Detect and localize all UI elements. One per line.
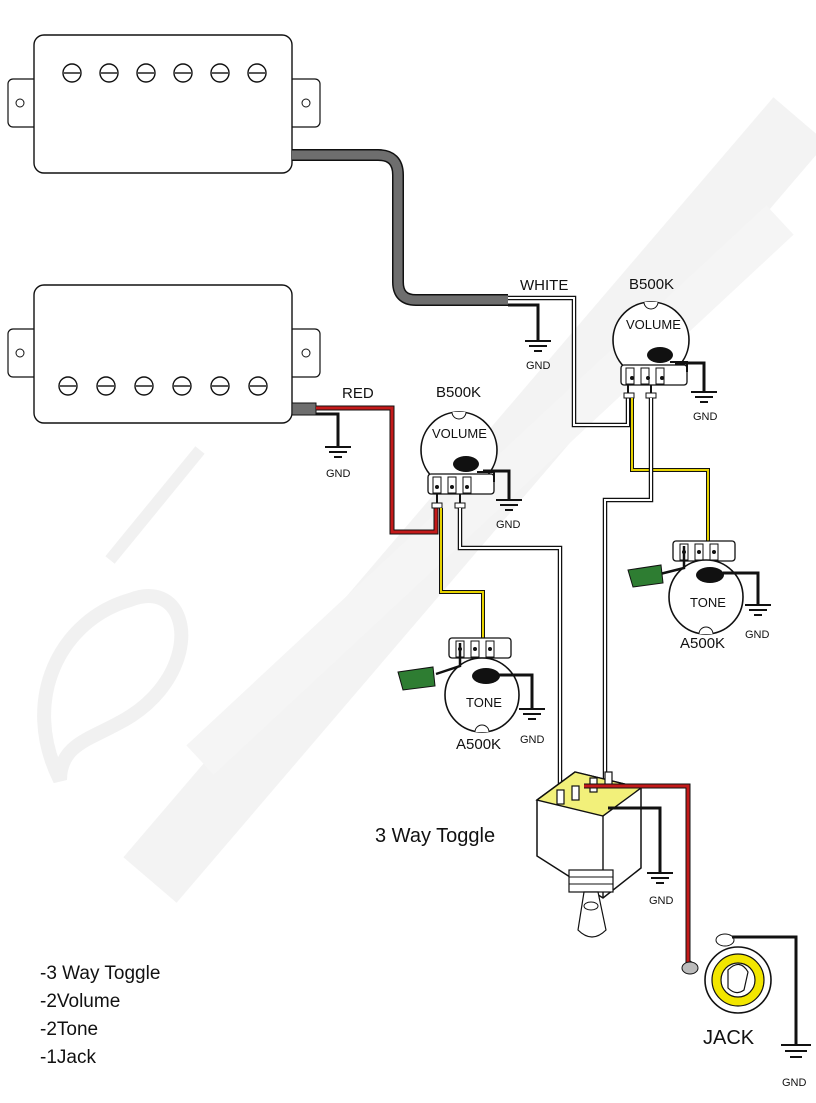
neck-tone-ground-wire: [499, 673, 534, 709]
bridge-volume-ground-wire: [675, 361, 706, 392]
ground-symbol-icon: [519, 708, 545, 720]
parts-list: -3 Way Toggle -2Volume -2Tone -1Jack: [40, 960, 160, 1072]
neck-volume-pot: B500K VOLUME: [420, 384, 498, 509]
pot-name-label: TONE: [466, 695, 502, 710]
parts-list-item: -2Volume: [40, 991, 121, 1012]
gnd-label: GND: [520, 734, 545, 746]
bridge-tone-ground-wire: [723, 571, 760, 605]
parts-list-item: -2Tone: [40, 1019, 99, 1040]
pole-pieces: [62, 63, 267, 83]
pot-value-label: A500K: [456, 736, 501, 753]
gnd-label: GND: [782, 1077, 807, 1089]
bridge-volume-to-toggle-wire: [604, 398, 652, 788]
neck-humbucker: [7, 284, 321, 424]
capacitor-icon: [397, 666, 436, 691]
pot-name-label: TONE: [690, 595, 726, 610]
output-jack: [681, 933, 772, 1014]
gnd-label: GND: [326, 468, 351, 480]
solder-blob: [647, 347, 673, 363]
solder-blob: [453, 456, 479, 472]
pickup-cover: [33, 284, 293, 424]
bridge-pickup-ground-wire: [508, 303, 540, 341]
neck-pickup-lead: [291, 402, 317, 416]
ground-symbol-icon: [745, 604, 771, 616]
pot-value-label: A500K: [680, 635, 725, 652]
neck-volume-to-toggle-wire: [459, 508, 561, 800]
pot-value-label: B500K: [629, 276, 674, 293]
pot-value-label: B500K: [436, 384, 481, 401]
neck-tone-pot: TONE A500K: [444, 637, 520, 753]
toggle-tip: [577, 891, 607, 938]
white-wire-label: WHITE: [520, 277, 568, 294]
gnd-label: GND: [693, 411, 718, 423]
gnd-label: GND: [526, 360, 551, 372]
ground-symbol-icon: [525, 340, 551, 352]
mount-hole-icon: [301, 348, 311, 358]
mount-hole-icon: [15, 348, 25, 358]
ground-symbol-icon: [496, 499, 522, 511]
toggle-bushing: [568, 869, 614, 893]
mount-hole-icon: [301, 98, 311, 108]
solder-blob: [472, 668, 500, 684]
mount-hole-icon: [15, 98, 25, 108]
watermark: [37, 97, 816, 903]
white-wire: [508, 297, 629, 426]
jack-label: JACK: [703, 1027, 755, 1049]
gnd-label: GND: [496, 519, 521, 531]
ground-symbol-icon: [691, 391, 717, 403]
ground-symbol-icon: [781, 1044, 811, 1058]
ground-symbol-icon: [647, 872, 673, 884]
ground-symbol-icon: [325, 446, 351, 458]
bridge-volume-pot: B500K VOLUME: [612, 276, 690, 399]
capacitor-lead: [659, 546, 686, 576]
gnd-label: GND: [649, 895, 674, 907]
capacitor-lead: [435, 643, 462, 676]
solder-blob: [696, 567, 724, 583]
toggle-ground-wire: [608, 806, 662, 873]
gnd-label: GND: [745, 629, 770, 641]
pot-name-label: VOLUME: [626, 317, 681, 332]
sleeve-lug: [715, 933, 735, 947]
bridge-pickup-lead: [292, 150, 508, 305]
tip-lug: [681, 961, 699, 975]
toggle-label: 3 Way Toggle: [375, 825, 495, 847]
red-wire-label: RED: [342, 385, 374, 402]
parts-list-item: -3 Way Toggle: [40, 963, 161, 984]
pickup-cover: [33, 34, 293, 174]
parts-list-item: -1Jack: [40, 1047, 96, 1068]
neck-volume-ground-wire: [483, 469, 511, 500]
pole-pieces: [58, 376, 268, 396]
pot-name-label: VOLUME: [432, 426, 487, 441]
neck-pickup-ground-wire: [316, 412, 340, 447]
jack-ground-wire: [732, 935, 798, 1045]
bridge-tone-yellow-wire: [631, 398, 709, 548]
bridge-humbucker: [7, 34, 321, 174]
pot-lugs: [620, 364, 688, 386]
red-wire: [316, 406, 438, 534]
three-way-toggle: [535, 771, 643, 938]
bridge-tone-pot: TONE A500K: [668, 540, 744, 652]
neck-tone-yellow-wire: [440, 508, 484, 644]
capacitor-icon: [627, 564, 664, 588]
